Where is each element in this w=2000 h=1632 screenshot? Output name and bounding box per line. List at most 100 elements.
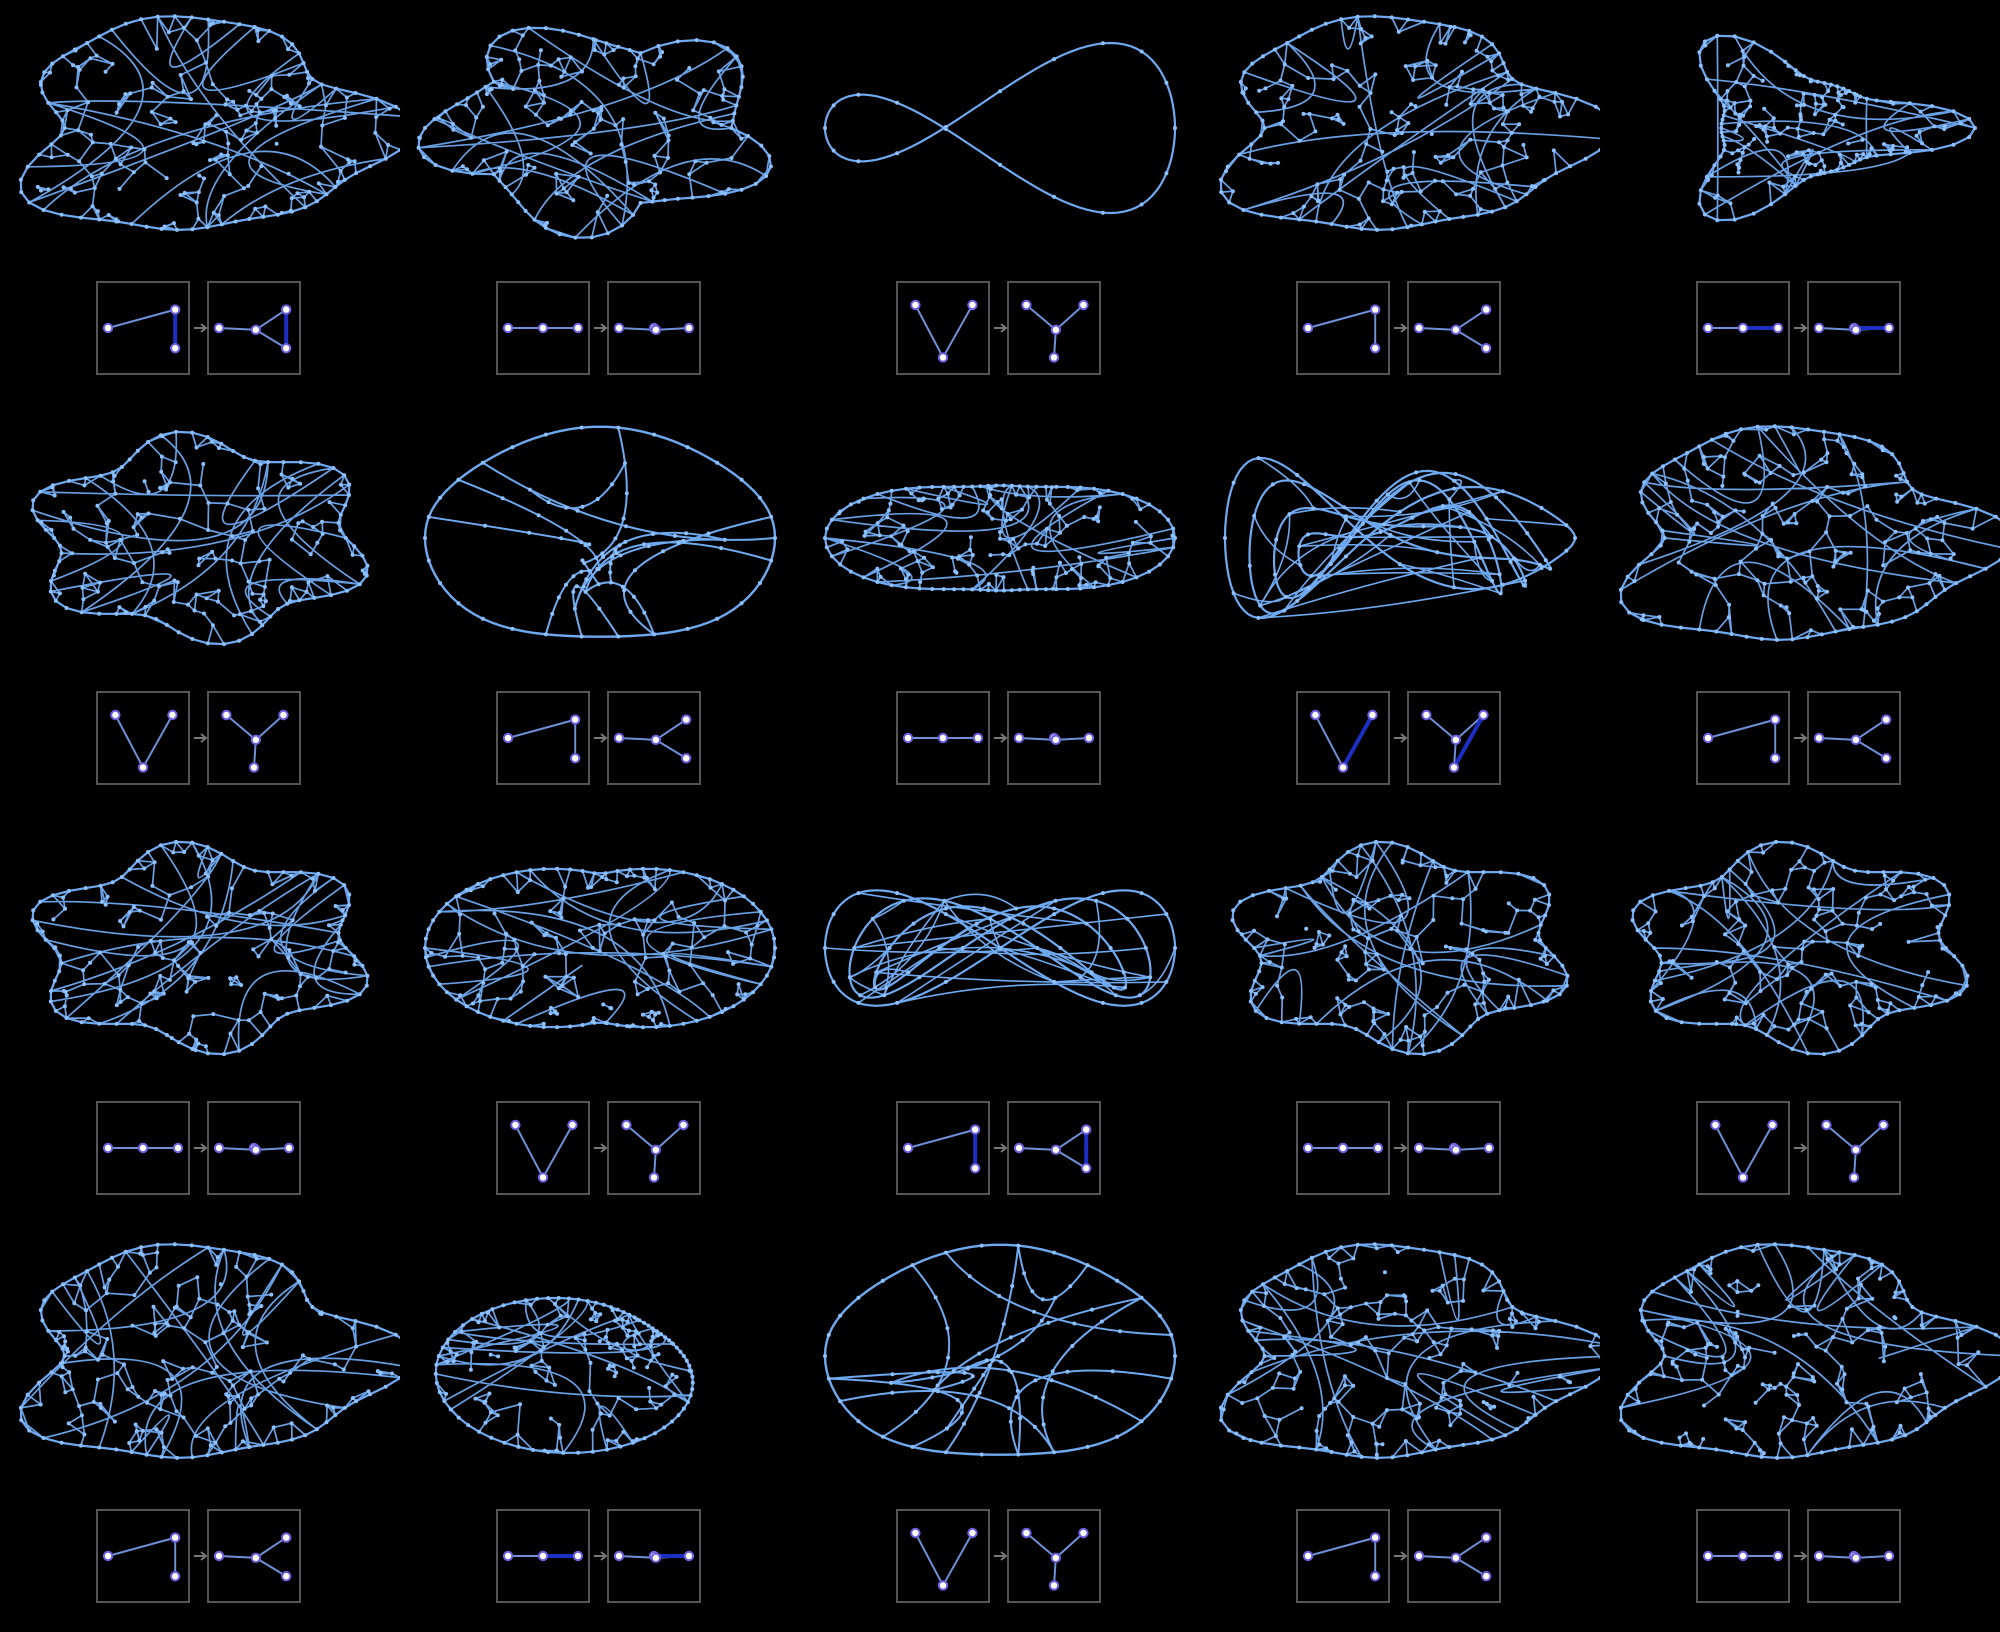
rule-cell [1200, 1228, 1600, 1632]
rule-arrow-icon [1394, 323, 1408, 333]
rule-cell [400, 820, 800, 1224]
hypergraph-network [30, 429, 370, 647]
rule-cell [800, 820, 1200, 1224]
rule-diagram [896, 1101, 1101, 1195]
hypergraph-network [1230, 839, 1570, 1057]
rule-diagram [1696, 691, 1901, 785]
rule-rhs-panel [607, 691, 701, 785]
rule-arrow-icon [194, 323, 208, 333]
rule-diagram [896, 691, 1101, 785]
hypergraph-network [1697, 33, 1977, 223]
rule-arrow-icon [1794, 1551, 1808, 1561]
rule-rhs-panel [607, 1509, 701, 1603]
rule-diagram [96, 1509, 301, 1603]
rule-diagram [496, 281, 701, 375]
rule-rhs-panel [1407, 691, 1501, 785]
rule-rhs-panel [1407, 1509, 1501, 1603]
rule-rhs-panel [1407, 281, 1501, 375]
rule-rhs-panel [607, 1101, 701, 1195]
rule-lhs-panel [896, 1509, 990, 1603]
hypergraph-network [1218, 1242, 1600, 1460]
rule-arrow-icon [1794, 323, 1808, 333]
rule-diagram [1696, 1101, 1901, 1195]
rule-arrow-icon [194, 1143, 208, 1153]
rule-lhs-panel [1296, 1101, 1390, 1195]
hypergraph-network [30, 839, 370, 1057]
hypergraph-network [18, 14, 400, 232]
rule-lhs-panel [96, 281, 190, 375]
rule-diagram [96, 281, 301, 375]
rule-lhs-panel [496, 691, 590, 785]
rule-cell [1200, 0, 1600, 404]
rule-arrow-icon [194, 1551, 208, 1561]
rule-cell [0, 1228, 400, 1632]
rule-rhs-panel [1407, 1101, 1501, 1195]
rule-lhs-panel [96, 1509, 190, 1603]
rule-cell [800, 0, 1200, 404]
rule-cell [0, 820, 400, 1224]
rule-lhs-panel [96, 691, 190, 785]
rule-arrow-icon [994, 1551, 1008, 1561]
rule-arrow-icon [1394, 1143, 1408, 1153]
rule-lhs-panel [896, 1101, 990, 1195]
hypergraph-network [823, 889, 1177, 1007]
hypergraph-network [1630, 839, 1970, 1057]
rule-lhs-panel [496, 281, 590, 375]
rule-arrow-icon [1394, 733, 1408, 743]
rule-diagram [1296, 1509, 1501, 1603]
rule-lhs-panel [496, 1509, 590, 1603]
rule-arrow-icon [994, 323, 1008, 333]
rule-cell [400, 1228, 800, 1632]
rule-rhs-panel [1007, 281, 1101, 375]
rule-diagram [96, 691, 301, 785]
rule-cell [1600, 410, 2000, 814]
rule-rhs-panel [607, 281, 701, 375]
hypergraph-network [416, 25, 773, 240]
rule-rhs-panel [207, 1101, 301, 1195]
rule-lhs-panel [1696, 281, 1790, 375]
rule-rhs-panel [207, 691, 301, 785]
rule-diagram [496, 691, 701, 785]
rule-diagram [1696, 281, 1901, 375]
rule-diagram [896, 281, 1101, 375]
rule-lhs-panel [496, 1101, 590, 1195]
hypergraph-network [423, 866, 777, 1030]
rule-diagram [1296, 281, 1501, 375]
rule-rhs-panel [1807, 691, 1901, 785]
hypergraph-network [1618, 1242, 2000, 1460]
rule-cell [1600, 820, 2000, 1224]
hypergraph-network [823, 483, 1177, 593]
rule-diagram [96, 1101, 301, 1195]
rule-lhs-panel [1296, 691, 1390, 785]
hypergraph-network [823, 41, 1177, 215]
rule-rhs-panel [1007, 1509, 1101, 1603]
rule-arrow-icon [994, 1143, 1008, 1153]
hypergraph-network [18, 1242, 400, 1460]
rule-rhs-panel [1007, 691, 1101, 785]
rule-arrow-icon [994, 733, 1008, 743]
hypergraph-network [423, 425, 777, 639]
rule-lhs-panel [1696, 1101, 1790, 1195]
rule-cell [1200, 820, 1600, 1224]
rule-arrow-icon [1794, 1143, 1808, 1153]
rule-rhs-panel [1007, 1101, 1101, 1195]
rule-cell [800, 1228, 1200, 1632]
rule-lhs-panel [96, 1101, 190, 1195]
hypergraph-network [433, 1296, 695, 1455]
rule-cell [0, 410, 400, 814]
rule-arrow-icon [1394, 1551, 1408, 1561]
hypergraph-network [1223, 456, 1577, 620]
rule-diagram [496, 1101, 701, 1195]
rule-diagram [1696, 1509, 1901, 1603]
rule-cell [1600, 1228, 2000, 1632]
rule-rhs-panel [1807, 1101, 1901, 1195]
rule-arrow-icon [194, 733, 208, 743]
hypergraph-network [1618, 424, 2000, 642]
rule-rhs-panel [1807, 281, 1901, 375]
rule-lhs-panel [1696, 691, 1790, 785]
rule-arrow-icon [594, 733, 608, 743]
rule-diagram [1296, 691, 1501, 785]
rule-diagram [896, 1509, 1101, 1603]
rule-rhs-panel [207, 1509, 301, 1603]
